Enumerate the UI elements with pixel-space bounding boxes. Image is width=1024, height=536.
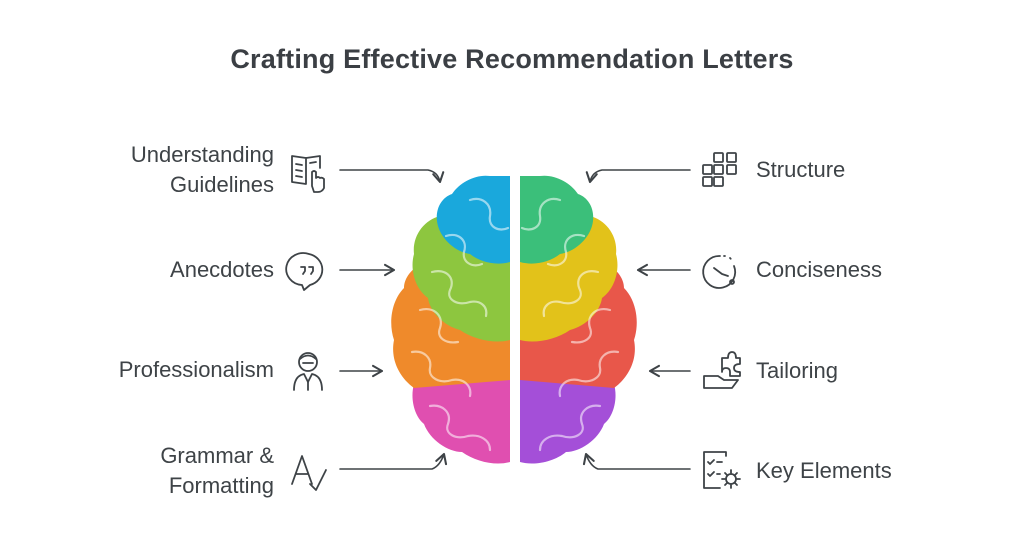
- book-pointer-icon: [291, 155, 325, 193]
- label-grammar-formatting: Grammar & Formatting: [160, 441, 274, 501]
- label-line: Understanding: [130, 142, 274, 167]
- diagram-title: Crafting Effective Recommendation Letter…: [230, 44, 794, 74]
- grid-blocks-icon: [702, 152, 737, 187]
- arrow-structure: [585, 169, 691, 184]
- stopwatch-icon: [702, 255, 737, 289]
- label-line: Anecdotes: [170, 257, 274, 282]
- connectors: [339, 169, 691, 470]
- label-professionalism: Professionalism: [119, 355, 274, 385]
- label-structure: Structure: [756, 157, 846, 182]
- label-key-elements: Key Elements: [756, 458, 892, 483]
- label-line: Professionalism: [118, 357, 274, 382]
- label-line: Grammar &: [160, 443, 274, 468]
- arrow-key-elements: [582, 452, 691, 470]
- label-line: Guidelines: [170, 172, 274, 197]
- brain-left-hemisphere: [391, 175, 510, 464]
- checklist-gear-icon: [703, 451, 741, 489]
- label-understanding-guidelines: Understanding Guidelines: [131, 140, 274, 200]
- brain-lobe-pink: [412, 378, 510, 464]
- label-conciseness: Conciseness: [756, 257, 882, 282]
- arrow-understanding-guidelines: [339, 169, 445, 184]
- grammar-check-icon: [291, 455, 327, 491]
- label-line: Formatting: [168, 473, 274, 498]
- brain-lobe-purple: [520, 378, 616, 464]
- label-tailoring: Tailoring: [756, 358, 838, 383]
- arrow-grammar-formatting: [339, 452, 448, 470]
- quote-bubble-icon: [285, 252, 324, 291]
- hand-puzzle-icon: [703, 351, 741, 389]
- brain-lobe-teal-green: [520, 175, 594, 264]
- professional-person-icon: [293, 352, 323, 391]
- label-anecdotes: Anecdotes: [170, 255, 274, 285]
- brain-lobe-blue: [436, 175, 510, 264]
- brain-right-hemisphere: [520, 175, 637, 464]
